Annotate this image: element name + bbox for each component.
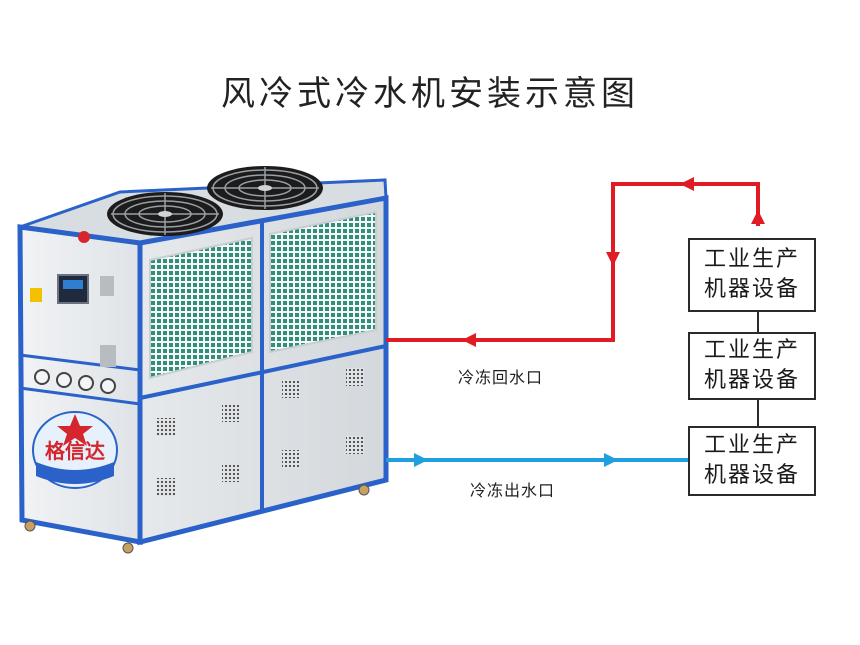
arrow-down-icon [606,252,620,266]
return-pipe-label: 冷冻回水口 [458,368,544,387]
vent-slot [346,368,364,386]
arrow-left-icon [462,333,476,347]
pressure-gauge-icon [100,378,116,394]
device-label-line1: 工业生产 [703,338,800,363]
fan-icon [107,192,223,236]
diagram-title: 风冷式冷水机安装示意图 [221,74,639,114]
caster-wheel [122,542,134,554]
emergency-stop-button [78,231,90,243]
supply-pipe-label: 冷冻出水口 [470,481,556,500]
device-label-line1: 工业生产 [703,433,800,458]
arrow-up-icon [751,210,765,224]
caster-wheel [24,520,36,532]
brand-logo-text: 格信达 [45,439,105,463]
brand-logo: 格信达 [32,411,118,489]
device-label-line2: 机器设备 [703,277,800,302]
chiller-unit: 格信达 [17,166,389,554]
condenser-grille-right [269,210,377,354]
vent-slot [346,436,364,454]
arrow-right-icon [604,453,618,467]
device-label-line2: 机器设备 [703,368,800,393]
caster-wheel [358,484,370,496]
vent-slot [222,464,240,482]
condenser-grille-left [149,236,253,380]
spec-plate [100,345,116,367]
device-label-line2: 机器设备 [703,463,800,488]
device-label-line1: 工业生产 [703,247,800,272]
vent-slot [282,380,300,398]
pressure-gauge-icon [34,369,50,385]
vent-slot [282,450,300,468]
return-water-pipe [386,177,765,347]
production-equipment-box-3: 工业生产 机器设备 [688,426,816,496]
vent-slot [157,478,175,496]
arrow-left-icon [680,177,694,191]
pressure-gauge-icon [78,375,94,391]
fan-icon [207,166,323,210]
vent-slot [222,404,240,422]
pressure-gauge-icon [56,372,72,388]
spec-plate [100,276,114,296]
production-equipment-box-2: 工业生产 机器设备 [688,332,816,400]
warning-label [30,288,42,302]
supply-water-pipe [386,453,690,467]
arrow-right-icon [414,453,428,467]
production-equipment-box-1: 工业生产 机器设备 [688,238,816,312]
vent-slot [157,418,175,436]
